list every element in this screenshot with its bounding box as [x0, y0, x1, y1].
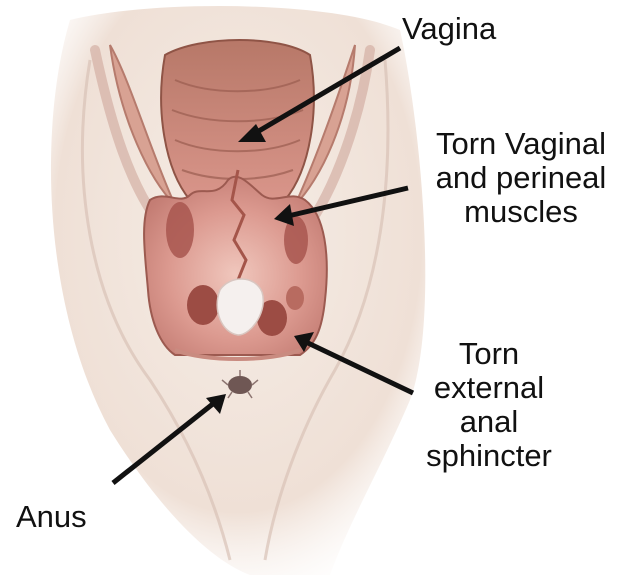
label-anus: Anus [16, 500, 106, 534]
label-torn-external-anal-sphincter: Torn external anal sphincter [404, 337, 574, 473]
label-torn-vaginal-perineal-muscles: Torn Vaginal and perineal muscles [412, 127, 630, 229]
perineal-tear [144, 170, 327, 359]
label-vagina: Vagina [402, 12, 542, 46]
